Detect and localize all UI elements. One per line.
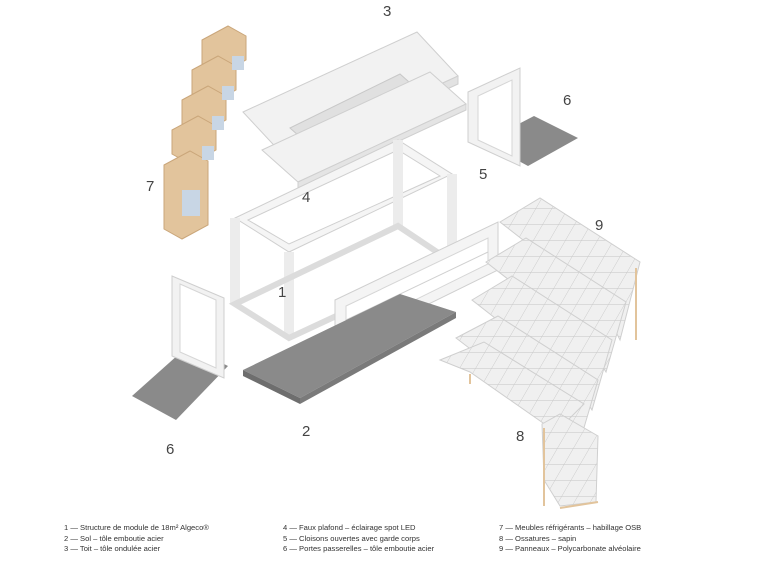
callout-8: 8 bbox=[516, 428, 524, 445]
callout-7: 7 bbox=[146, 178, 154, 195]
legend-column-2: 4 — Faux plafond – éclairage spot LED 5 … bbox=[283, 523, 434, 555]
callout-6-bottom: 6 bbox=[166, 441, 174, 458]
callout-1: 1 bbox=[278, 284, 286, 301]
legend-item: 9 — Panneaux – Polycarbonate alvéolaire bbox=[499, 544, 641, 553]
legend-column-1: 1 — Structure de module de 18m² Algeco® … bbox=[64, 523, 209, 555]
legend-item: 2 — Sol – tôle emboutie acier bbox=[64, 533, 164, 543]
timber-frames bbox=[469, 268, 637, 509]
callout-5: 5 bbox=[479, 166, 487, 183]
refrigerated-furniture bbox=[163, 25, 247, 240]
legend-item: 3 — Toit – tôle ondulée acier bbox=[64, 544, 161, 553]
legend-item: 1 — Structure de module de 18m² Algeco® bbox=[64, 523, 209, 532]
legend-column-3: 7 — Meubles réfrigérants – habillage OSB… bbox=[499, 523, 641, 555]
callout-4: 4 bbox=[302, 189, 310, 206]
floor bbox=[243, 294, 456, 404]
callout-3: 3 bbox=[383, 3, 391, 20]
legend-item: 5 — Cloisons ouvertes avec garde corps bbox=[283, 533, 420, 543]
callout-6-top: 6 bbox=[563, 92, 571, 109]
false-ceiling bbox=[261, 71, 467, 189]
callout-2: 2 bbox=[302, 423, 310, 440]
legend-item: 8 — Ossatures – sapin bbox=[499, 533, 577, 543]
polycarbonate-panels bbox=[438, 197, 641, 507]
legend-item: 4 — Faux plafond – éclairage spot LED bbox=[283, 523, 416, 532]
door-bottom-left bbox=[132, 275, 228, 420]
legend-item: 7 — Meubles réfrigérants – habillage OSB bbox=[499, 523, 642, 532]
legend-item: 6 — Portes passerelles – tôle emboutie a… bbox=[283, 544, 435, 553]
door-top-right bbox=[467, 67, 578, 167]
callout-9: 9 bbox=[595, 217, 603, 234]
